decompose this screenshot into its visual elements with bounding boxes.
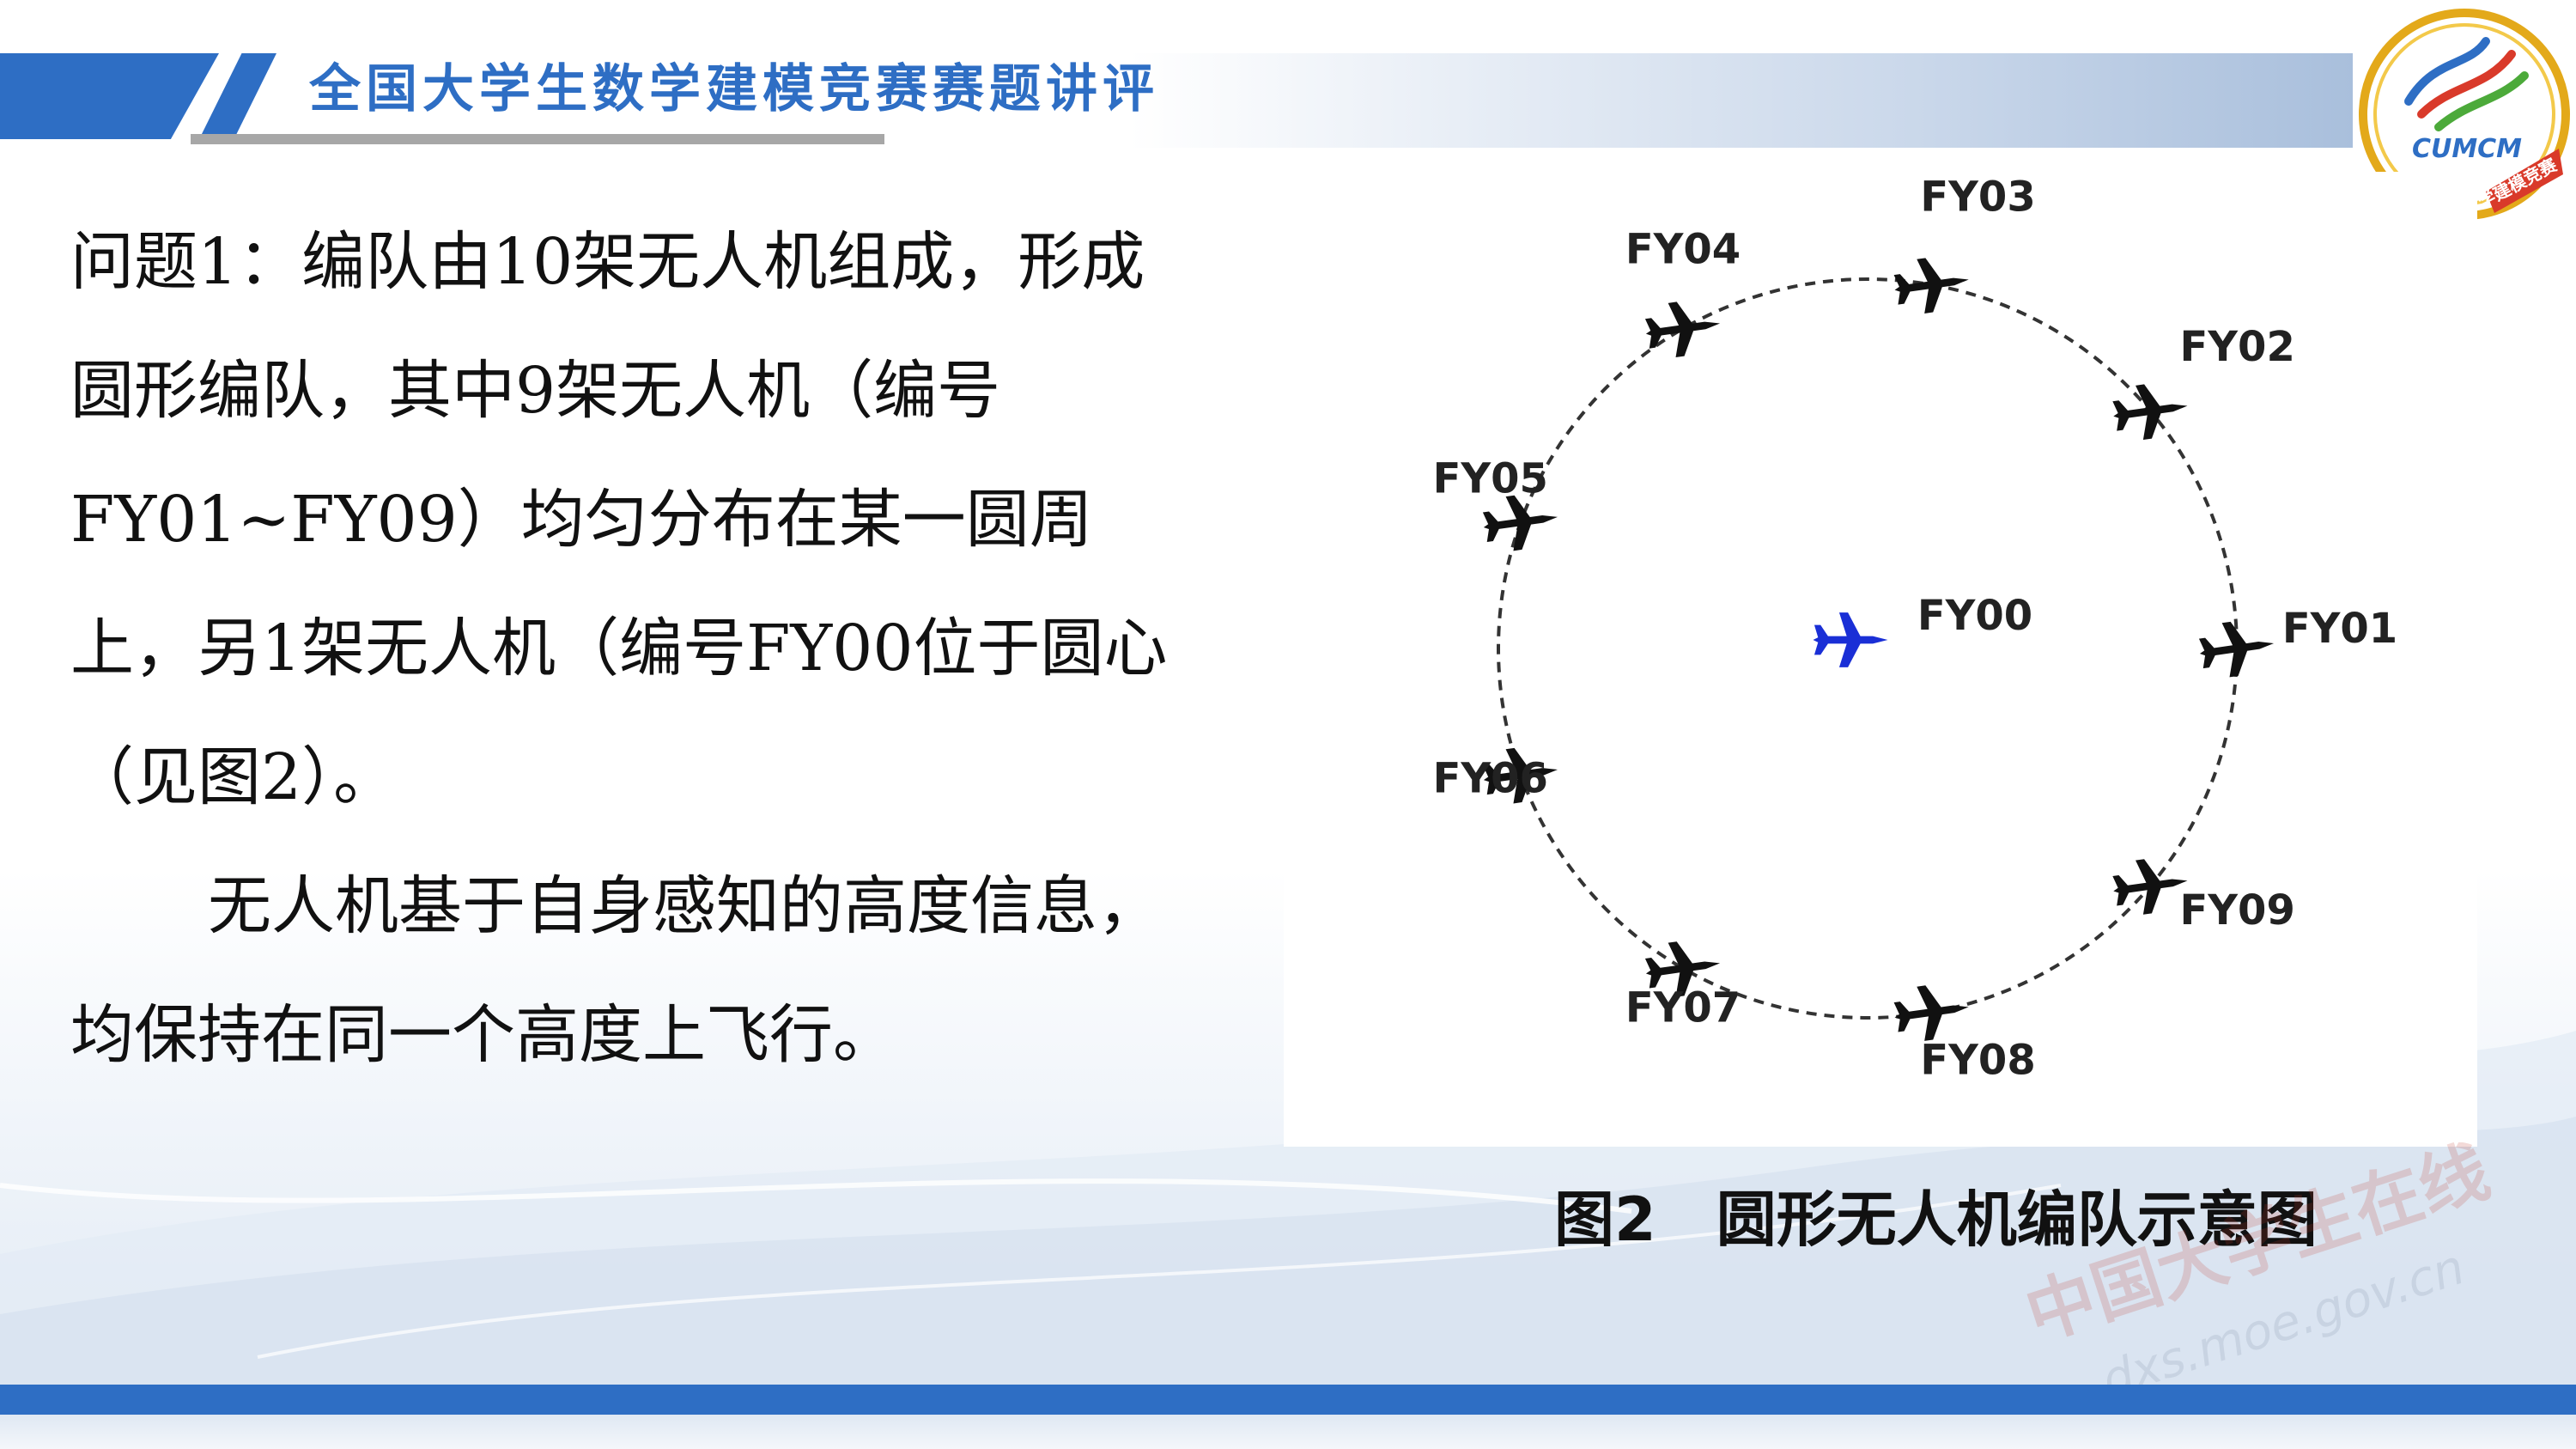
paragraph-formation: 问题1：编队由10架无人机组成，形成圆形编队，其中9架无人机（编号FY01~FY… xyxy=(70,225,1168,814)
drone-icon-fy08 xyxy=(1891,979,1973,1045)
drone-icon-fy03 xyxy=(1891,252,1973,318)
problem-description: 问题1：编队由10架无人机组成，形成圆形编队，其中9架无人机（编号FY01~FY… xyxy=(70,198,1178,1099)
drone-label-fy08: FY08 xyxy=(1920,1036,2035,1084)
site-watermark: 中国大学生在线 dxs.moe.gov.cn xyxy=(2016,1142,2498,1400)
drone-label-fy03: FY03 xyxy=(1920,174,2035,222)
drone-label-fy00: FY00 xyxy=(1917,592,2032,640)
center-drone-icon xyxy=(1813,612,1888,667)
footer-strip xyxy=(0,1415,2576,1449)
drone-label-fy07: FY07 xyxy=(1625,984,1741,1032)
logo-wordmark: CUMCM xyxy=(2412,134,2522,164)
figure-caption-number: 图2 xyxy=(1554,1184,1656,1255)
header-underline xyxy=(191,134,884,144)
drone-label-fy04: FY04 xyxy=(1625,225,1741,273)
formation-ring xyxy=(1497,277,2239,1020)
paragraph-altitude: 无人机基于自身感知的高度信息，均保持在同一个高度上飞行。 xyxy=(70,869,1161,1072)
header-band xyxy=(0,53,2353,148)
drone-icon-fy02 xyxy=(2109,378,2191,444)
drone-icon-fy04 xyxy=(1642,295,1724,362)
drone-label-fy09: FY09 xyxy=(2180,886,2295,935)
drone-label-fy02: FY02 xyxy=(2180,323,2295,371)
drone-label-fy06: FY06 xyxy=(1433,754,1548,802)
drone-label-fy01: FY01 xyxy=(2282,605,2397,653)
header-title: 全国大学生数学建模竞赛赛题讲评 xyxy=(309,59,1159,119)
footer-band xyxy=(0,1385,2576,1415)
figure-caption-text: 圆形无人机编队示意图 xyxy=(1716,1184,2318,1255)
figure-caption: 图2 圆形无人机编队示意图 xyxy=(1554,1185,2318,1254)
drone-label-fy05: FY05 xyxy=(1433,455,1548,503)
